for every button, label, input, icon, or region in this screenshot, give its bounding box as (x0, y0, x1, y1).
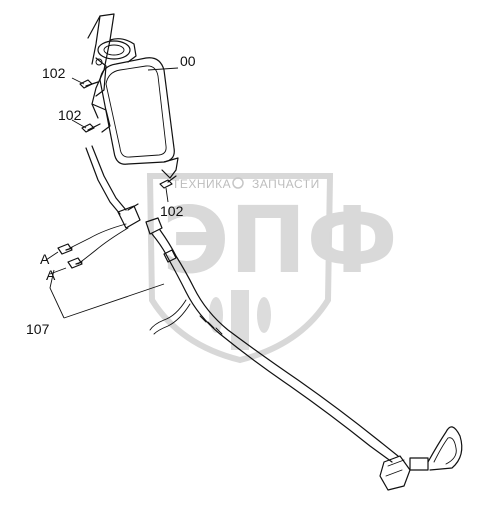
callout-bolt-top: 102 (42, 65, 66, 81)
bolt-102-low (159, 175, 177, 189)
wheat-icon (209, 290, 271, 350)
bolt-102-mid (81, 123, 101, 133)
connector-a-upper (57, 243, 73, 255)
mirror-head (99, 57, 179, 179)
callout-bolt-low: 102 (160, 203, 184, 219)
callout-bolt-mid: 102 (58, 107, 82, 123)
leader-lines (45, 67, 179, 319)
wiring-harness (69, 145, 463, 491)
watermark: ТЕХНИКА ЗАПЧАСТИ ЭПФ (146, 173, 398, 364)
watermark-brand-left: ТЕХНИКА (172, 177, 231, 191)
callout-mirror: 00 (180, 53, 196, 69)
watermark-brand-right: ЗАПЧАСТИ (252, 177, 320, 191)
callout-connector-a1: A (40, 251, 50, 267)
gear-icon (232, 177, 244, 189)
watermark-letters: ЭПФ (162, 187, 398, 294)
watermark-shield (146, 173, 334, 364)
bolt-102-top (79, 79, 99, 89)
callout-harness: 107 (26, 321, 50, 337)
mirror-bracket (87, 13, 137, 133)
connector-a-lower (67, 257, 83, 269)
callout-connector-a2: A (46, 267, 56, 283)
